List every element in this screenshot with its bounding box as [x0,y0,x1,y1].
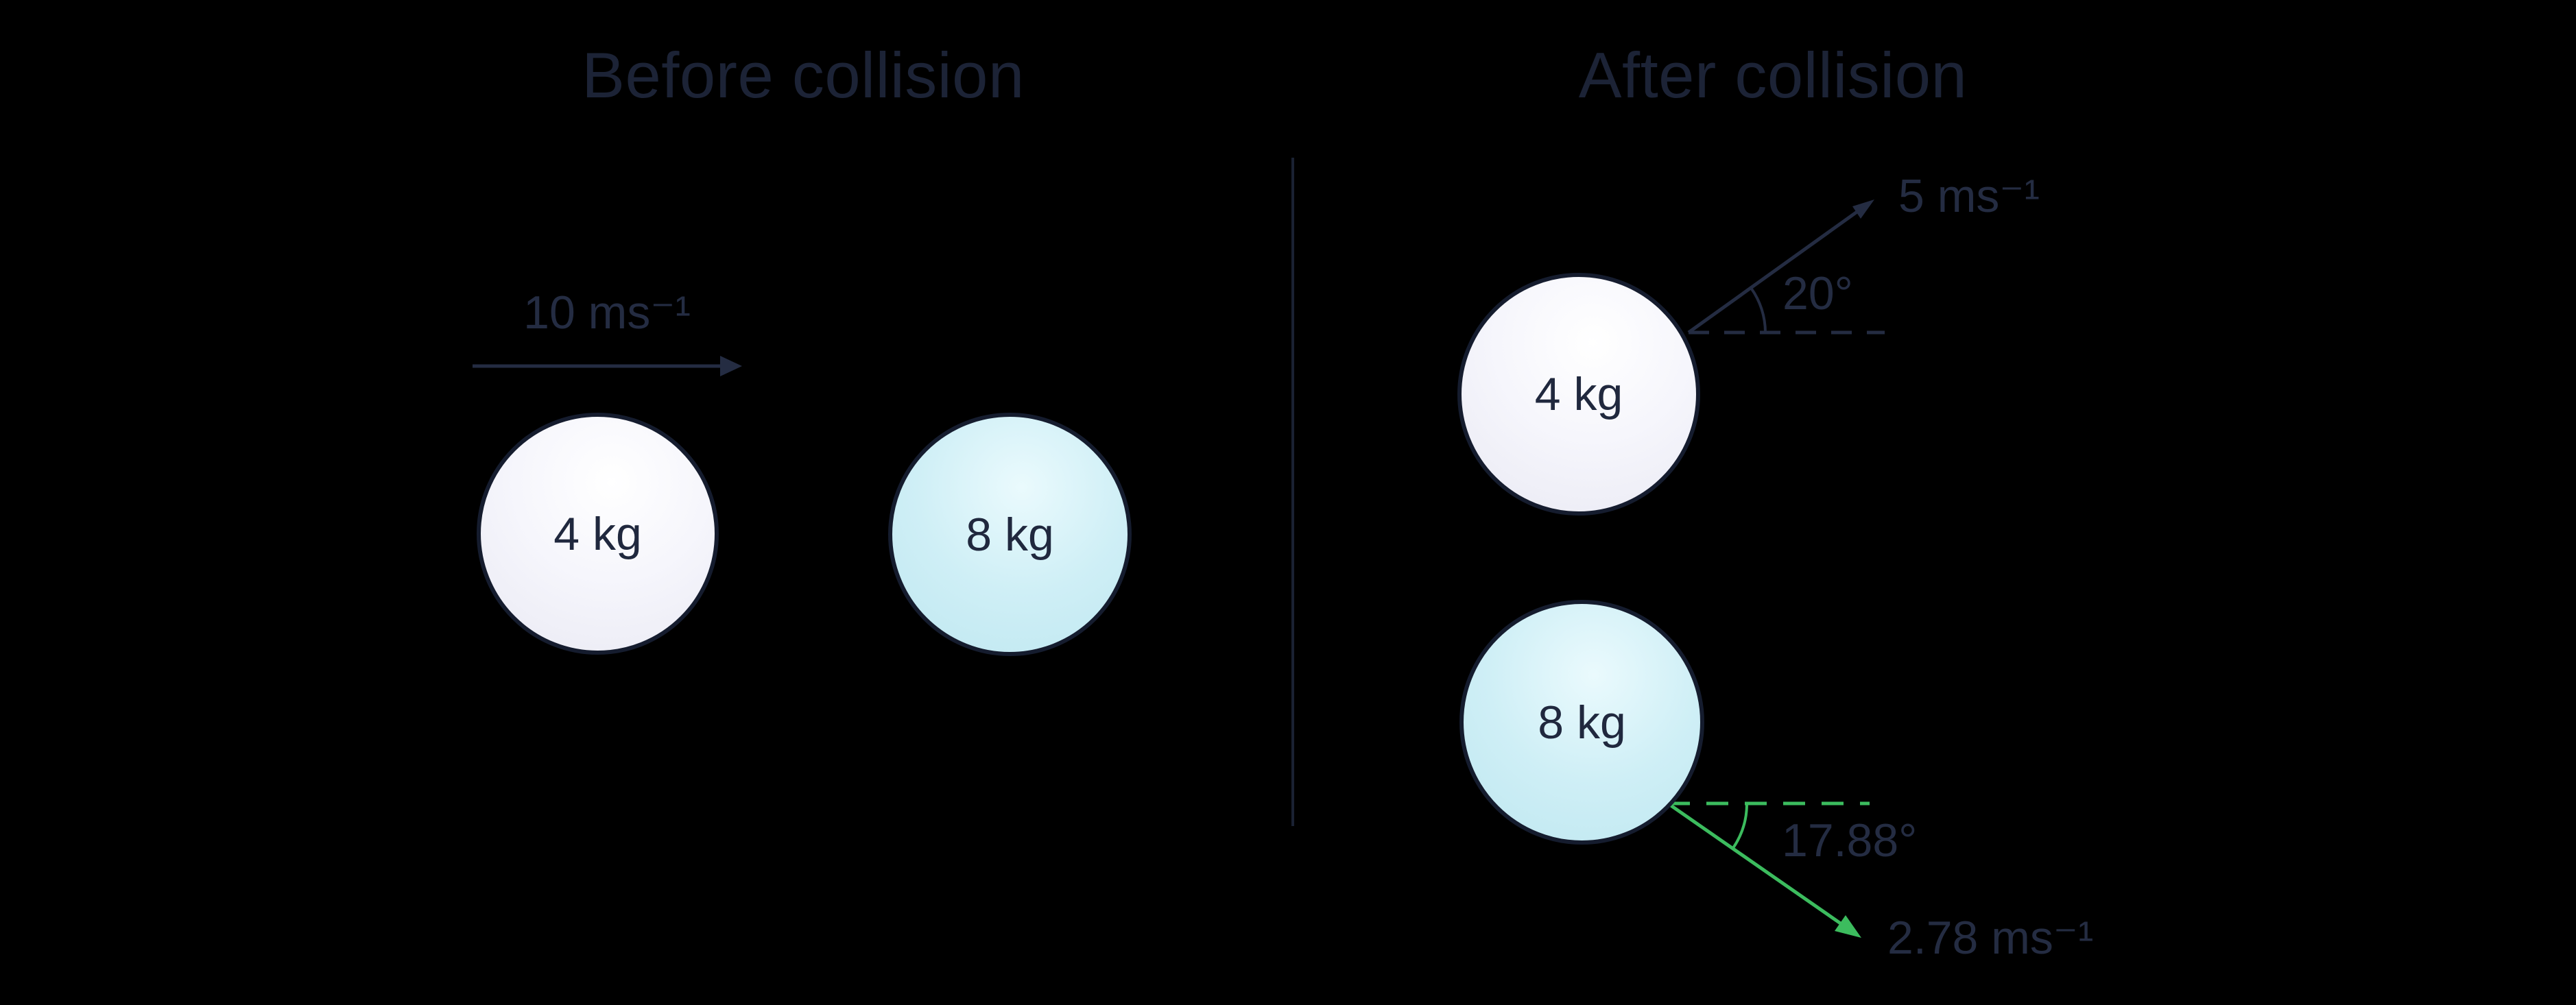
after-8kg-velocity-label: 2.78 ms⁻¹ [1887,912,2094,964]
after-ball-4kg-label: 4 kg [1534,368,1623,420]
after-4kg-angle-arc [1750,287,1767,333]
before-velocity-arrowhead [720,356,742,376]
after-8kg-angle-label: 17.88° [1782,814,1918,867]
after-ball-8kg: 8 kg [1459,600,1704,845]
after-ball-8kg-label: 8 kg [1538,696,1626,749]
after-panel-title: After collision [1578,39,1968,111]
after-4kg-velocity-label: 5 ms⁻¹ [1898,170,2040,222]
before-velocity-arrow [473,356,742,376]
after-8kg-annotation [1667,801,1870,938]
before-ball-8kg-label: 8 kg [966,508,1054,561]
after-4kg-annotation [1687,199,1885,335]
before-ball-4kg-label: 4 kg [553,507,642,560]
after-8kg-velocity-arrow-shaft [1667,801,1845,928]
after-4kg-velocity-arrowhead [1852,199,1874,219]
after-4kg-angle-label: 20° [1782,267,1853,319]
after-8kg-velocity-arrowhead [1835,915,1861,938]
before-panel-title: Before collision [582,39,1025,111]
before-ball-8kg: 8 kg [888,413,1132,656]
before-velocity-label: 10 ms⁻¹ [523,287,691,339]
after-4kg-velocity-arrow-shaft [1687,209,1859,335]
after-ball-4kg: 4 kg [1457,273,1700,516]
after-8kg-angle-arc [1732,803,1749,849]
before-ball-4kg: 4 kg [477,413,719,655]
